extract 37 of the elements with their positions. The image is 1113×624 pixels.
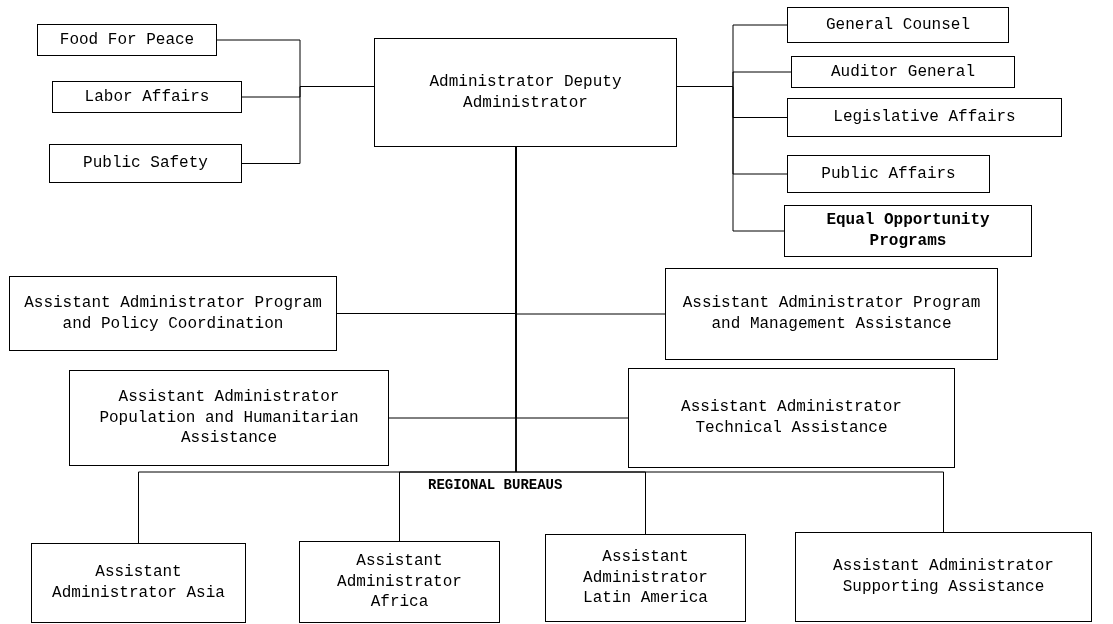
- org-box: [787, 155, 990, 193]
- unit-name: Auditor General: [831, 61, 975, 83]
- unit-name: Labor Affairs: [84, 86, 210, 108]
- unit-name: Assistant Administrator Program and Policy Coordination: [23, 292, 323, 335]
- unit-name: Legislative Affairs: [833, 107, 1016, 128]
- org-box: [628, 368, 955, 468]
- unit-name: Assistant Administrator Technical Assistance: [680, 397, 903, 439]
- unit-name: Assistant Administrator Asia: [51, 562, 226, 604]
- org-box: [791, 56, 1015, 88]
- org-box: [784, 205, 1032, 257]
- unit-name: Food For Peace: [59, 29, 195, 51]
- org-box: [31, 543, 246, 623]
- org-box: [49, 144, 242, 183]
- org-box: [787, 98, 1062, 137]
- section-label: REGIONAL BUREAUS: [428, 477, 563, 493]
- unit-name: General Counsel: [826, 14, 970, 36]
- unit-name: Equal Opportunity Programs: [825, 210, 991, 252]
- org-box: [545, 534, 746, 622]
- unit-name: Administrator Deputy Administrator: [428, 71, 623, 114]
- org-box: [52, 81, 242, 113]
- connector-line: [241, 86, 375, 164]
- unit-name: Assistant Administrator Africa: [336, 550, 463, 614]
- org-box: [37, 24, 217, 56]
- org-box: [69, 370, 389, 466]
- unit-name: Assistant Administrator Latin America: [582, 546, 709, 610]
- org-box: [9, 276, 337, 351]
- org-box: [374, 38, 677, 147]
- unit-name: Assistant Administrator Program and Management Assistance: [681, 293, 982, 335]
- unit-name: Assistant Administrator Supporting Assistance: [832, 556, 1055, 598]
- org-box: [665, 268, 998, 360]
- org-box: [299, 541, 500, 623]
- connector-line: [676, 86, 785, 232]
- org-box: [787, 7, 1009, 43]
- org-box: [795, 532, 1092, 622]
- unit-name: Public Affairs: [821, 163, 956, 185]
- unit-name: Assistant Administrator Population and Humanitarian Assistance: [98, 386, 360, 450]
- unit-name: Public Safety: [83, 153, 208, 174]
